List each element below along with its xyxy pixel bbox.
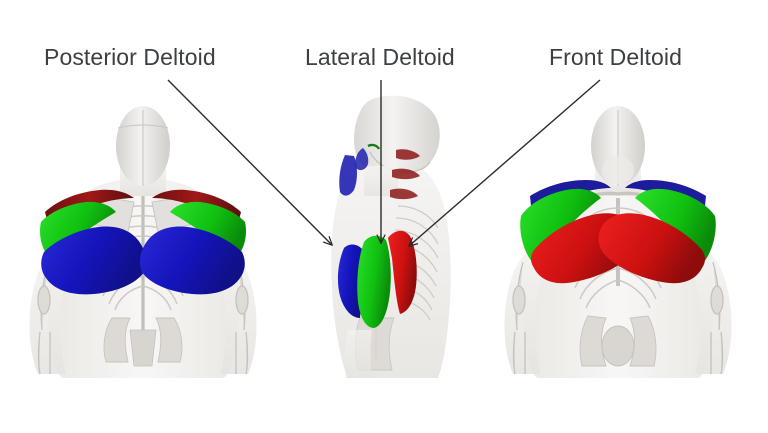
- posterior-pelvis-right: [155, 317, 183, 363]
- lateral-lower-body: [344, 330, 372, 378]
- posterior-sacrum: [129, 329, 157, 367]
- lateral-green-marking: [367, 143, 381, 150]
- lateral-view-front-deltoid[interactable]: [388, 230, 417, 314]
- posterior-pelvis-left: [103, 317, 131, 363]
- front-deltoid-leader-line: [409, 79, 601, 246]
- anterior-view-posterior-deltoid-left: [530, 180, 611, 216]
- anterior-view-posterior-deltoid-right: [625, 180, 706, 216]
- figure-lateral-view: [331, 95, 451, 378]
- anterior-face: [602, 156, 634, 184]
- anterior-view-front-deltoid-right[interactable]: [598, 213, 705, 284]
- posterior-coronal-suture: [117, 124, 169, 129]
- lateral-view-posterior-deltoid[interactable]: [337, 244, 364, 318]
- label-lateral-deltoid: Lateral Deltoid: [305, 44, 455, 70]
- anterior-arm-bones: [512, 261, 724, 375]
- lateral-pec-marking-2: [392, 168, 420, 180]
- posterior-arm-bones: [37, 261, 249, 375]
- label-posterior-deltoid: Posterior Deltoid: [44, 44, 216, 70]
- posterior-view-front-deltoid-right: [152, 189, 241, 224]
- lateral-scapula-marking-2: [355, 148, 369, 171]
- figure-posterior-view: [29, 106, 257, 378]
- posterior-deltoid-leader-line: [167, 79, 332, 245]
- lateral-pec-marking-1: [396, 149, 420, 160]
- anterior-pelvic-inlet: [601, 325, 635, 367]
- anterior-arm-left: [504, 252, 547, 374]
- posterior-view-posterior-deltoid-right[interactable]: [140, 226, 245, 295]
- posterior-view-posterior-deltoid-left[interactable]: [41, 226, 146, 295]
- label-front-deltoid: Front Deltoid: [549, 44, 682, 70]
- leader-lines-group: [167, 79, 601, 246]
- anterior-arm-right: [689, 252, 732, 374]
- lateral-pec-marking-3: [390, 188, 418, 200]
- anterior-pelvis-right: [629, 315, 657, 367]
- posterior-view-front-deltoid-left: [45, 189, 134, 224]
- figure-anterior-view: [504, 106, 732, 378]
- anterior-pelvis-left: [579, 315, 607, 367]
- lateral-view-lateral-deltoid[interactable]: [357, 235, 391, 328]
- lateral-scapula-marking: [339, 155, 357, 196]
